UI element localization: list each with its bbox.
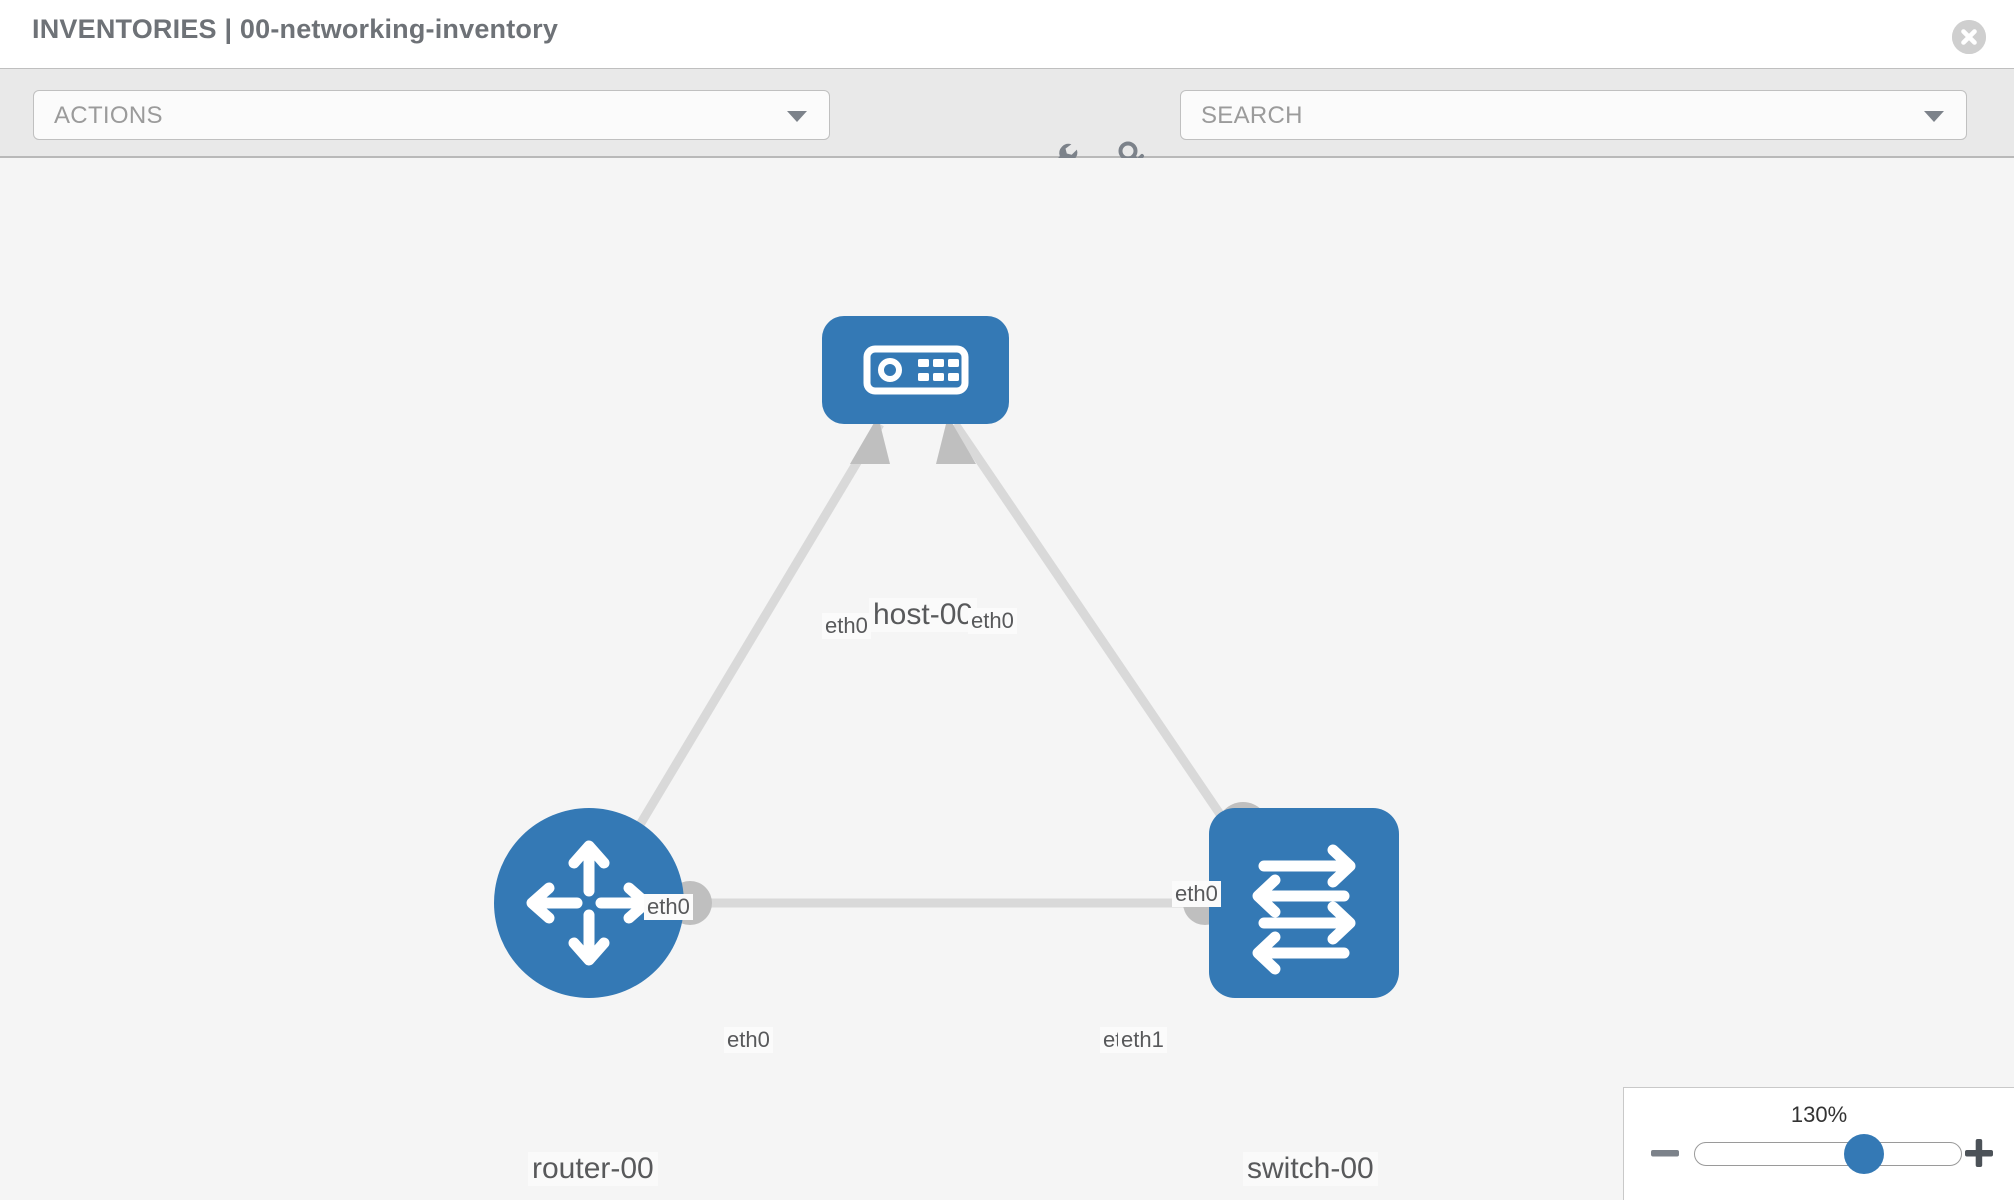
chevron-down-icon[interactable] [1924,111,1944,122]
server-icon [863,345,969,395]
node-host-00[interactable] [822,316,1009,424]
switch-arrows-icon [1252,844,1356,975]
zoom-slider[interactable] [1694,1142,1962,1166]
chevron-down-icon [787,111,807,122]
minus-icon[interactable] [1648,1136,1682,1170]
actions-dropdown-label: ACTIONS [54,102,163,129]
page-header: INVENTORIES | 00-networking-inventory [0,0,2014,68]
topology-graph [616,416,1269,925]
search-input[interactable]: SEARCH [1180,90,1967,140]
zoom-slider-thumb[interactable] [1844,1134,1884,1174]
page-title: INVENTORIES | 00-networking-inventory [32,14,559,44]
link-host-router [616,421,884,861]
close-icon[interactable] [1952,20,1986,54]
search-placeholder: SEARCH [1201,102,1303,129]
toolbar: ACTIONS SEARCH [0,68,2014,173]
topology-canvas[interactable]: host-00 router-00 switch-00 eth0 eth0 et… [0,158,2014,1200]
node-router-00[interactable] [494,808,684,998]
host-connectors [850,416,976,464]
zoom-control-panel: 130% [1623,1087,2014,1200]
router-arrows-icon [526,840,652,966]
link-host-switch [951,421,1247,851]
node-switch-00[interactable] [1209,808,1399,998]
plus-icon[interactable] [1962,1136,1996,1170]
actions-dropdown[interactable]: ACTIONS [33,90,830,140]
zoom-level-value: 130% [1790,1102,1848,1127]
